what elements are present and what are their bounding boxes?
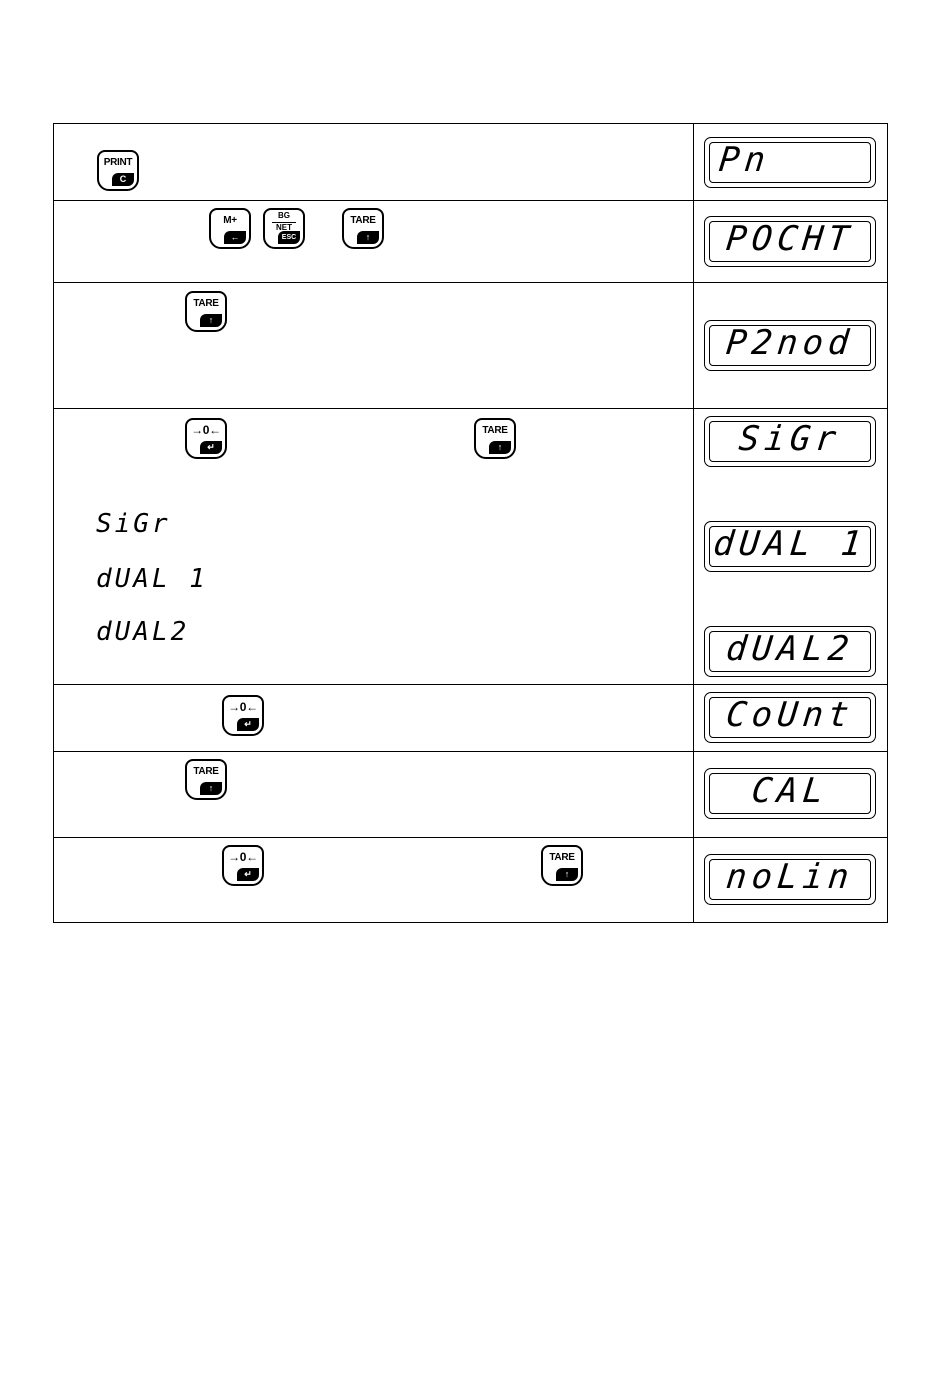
display-count: CoUnt [704,692,876,743]
step-row-1: PRINT C Pn [54,124,888,201]
step-row-6: TARE ↑ CAL [54,752,888,838]
zero-key-icon: →0← ↵ [222,695,264,736]
option-dual2: dUAL2 [96,617,189,647]
tare-key-icon: TARE ↑ [474,418,516,459]
step-row-4: →0← ↵ TARE ↑ SiGr dUAL 1 dUAL2 SiGr dUAL… [54,409,888,685]
mplus-key-icon: M+ ← [209,208,251,249]
display-pocht: POCHT [704,216,876,267]
step-row-3: TARE ↑ P2nod [54,283,888,409]
display-dual1: dUAL 1 [704,521,876,572]
zero-key-icon: →0← ↵ [185,418,227,459]
step-row-2: M+ ← BG NET ESC TARE ↑ POCHT [54,201,888,283]
tare-key-icon: TARE ↑ [541,845,583,886]
tare-key-icon: TARE ↑ [185,291,227,332]
step-row-5: →0← ↵ CoUnt [54,685,888,752]
zero-key-icon: →0← ↵ [222,845,264,886]
print-key-icon: PRINT C [97,150,139,191]
step-row-7: →0← ↵ TARE ↑ noLin [54,838,888,923]
option-dual1: dUAL 1 [96,564,208,594]
option-sigr: SiGr [96,509,171,539]
display-cal: CAL [704,768,876,819]
display-nolin: noLin [704,854,876,905]
steps-table: PRINT C Pn M+ ← BG NET [53,123,888,923]
tare-key-icon: TARE ↑ [185,759,227,800]
display-p2nod: P2nod [704,320,876,371]
display-pn: Pn [704,137,876,188]
display-dual2: dUAL2 [704,626,876,677]
display-sigr: SiGr [704,416,876,467]
bg-net-key-icon: BG NET ESC [263,208,305,249]
tare-key-icon: TARE ↑ [342,208,384,249]
